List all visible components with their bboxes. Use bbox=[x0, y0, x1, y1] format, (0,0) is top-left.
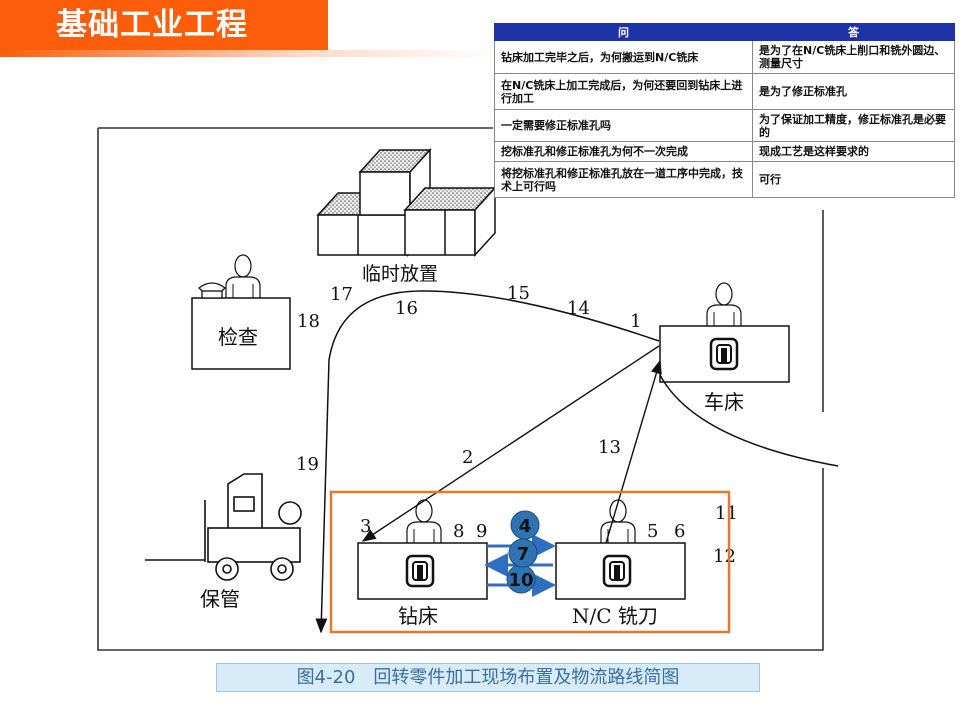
route-number-19: 19 bbox=[296, 454, 319, 475]
table-row: 一定需要修正标准孔吗 为了保证加工精度，修正标准孔是必要的 bbox=[494, 109, 955, 142]
step-4-label: 4 bbox=[519, 516, 532, 537]
page-title: 基础工业工程 bbox=[0, 0, 328, 50]
route-number-11: 11 bbox=[715, 503, 738, 524]
temp-storage-boxes bbox=[316, 148, 497, 257]
route-number-6: 6 bbox=[674, 521, 685, 542]
route-number-17: 17 bbox=[330, 284, 353, 305]
table-row: 挖标准孔和修正标准孔为何不一次完成 现成工艺是这样要求的 bbox=[494, 141, 955, 162]
storage-label: 保管 bbox=[200, 587, 240, 611]
flow-route-out bbox=[659, 374, 839, 467]
nc-mill-station bbox=[555, 499, 686, 600]
qa-question: 钻床加工完毕之后，为何搬运到N/C铣床 bbox=[494, 40, 753, 74]
route-number-18: 18 bbox=[297, 311, 320, 332]
qa-question: 挖标准孔和修正标准孔为何不一次完成 bbox=[494, 141, 753, 162]
qa-header-question: 问 bbox=[494, 23, 753, 41]
table-row: 在N/C铣床上加工完成后，为何还要回到钻床上进行加工 是为了修正标准孔 bbox=[494, 73, 955, 110]
table-row: 将挖标准孔和修正标准孔放在一道工序中完成，技术上可行吗 可行 bbox=[494, 161, 955, 198]
route-number-9: 9 bbox=[476, 521, 487, 542]
nc-mill-label: N/C 铣刀 bbox=[572, 604, 658, 628]
qa-table: 问 答 钻床加工完毕之后，为何搬运到N/C铣床 是为了在N/C铣床上削口和铣外圆… bbox=[494, 23, 955, 198]
step-circle-7: 7 bbox=[508, 538, 538, 568]
route-number-8: 8 bbox=[453, 521, 464, 542]
telephone-icon bbox=[198, 282, 226, 299]
drill-label: 钻床 bbox=[398, 604, 438, 628]
qa-answer: 是为了修正标准孔 bbox=[752, 73, 955, 110]
title-underline bbox=[0, 50, 500, 57]
step-circle-10: 10 bbox=[506, 564, 536, 594]
qa-question: 一定需要修正标准孔吗 bbox=[494, 109, 753, 142]
step-circle-4: 4 bbox=[510, 510, 540, 540]
forklift-icon bbox=[145, 473, 302, 581]
qa-question: 将挖标准孔和修正标准孔放在一道工序中完成，技术上可行吗 bbox=[494, 161, 753, 198]
lathe-station bbox=[659, 282, 790, 383]
drill-station bbox=[357, 499, 488, 600]
figure-caption: 图4-20 回转零件加工现场布置及物流路线简图 bbox=[216, 663, 760, 692]
flow-route-13 bbox=[605, 359, 662, 544]
route-number-14: 14 bbox=[567, 298, 590, 319]
temp-storage-label: 临时放置 bbox=[362, 263, 438, 285]
highlight-box bbox=[329, 490, 731, 634]
qa-answer: 现成工艺是这样要求的 bbox=[752, 141, 955, 162]
qa-header-answer: 答 bbox=[752, 23, 955, 41]
qa-answer: 可行 bbox=[752, 161, 955, 198]
step-7-label: 7 bbox=[517, 544, 530, 565]
qa-answer: 为了保证加工精度，修正标准孔是必要的 bbox=[752, 109, 955, 142]
qa-question: 在N/C铣床上加工完成后，为何还要回到钻床上进行加工 bbox=[494, 73, 753, 110]
route-number-15: 15 bbox=[507, 283, 530, 304]
route-number-16: 16 bbox=[395, 298, 418, 319]
step-10-label: 10 bbox=[508, 570, 533, 591]
factory-wall bbox=[97, 128, 824, 651]
route-number-1: 1 bbox=[630, 311, 641, 332]
inspection-station bbox=[191, 254, 291, 370]
qa-answer: 是为了在N/C铣床上削口和铣外圆边、测量尺寸 bbox=[752, 40, 955, 74]
flow-route-return bbox=[315, 290, 660, 634]
route-number-12: 12 bbox=[713, 546, 736, 567]
route-number-13: 13 bbox=[598, 437, 621, 458]
inspection-label: 检查 bbox=[218, 325, 258, 349]
route-number-3: 3 bbox=[360, 516, 371, 537]
route-number-2: 2 bbox=[462, 447, 473, 468]
table-row: 钻床加工完毕之后，为何搬运到N/C铣床 是为了在N/C铣床上削口和铣外圆边、测量… bbox=[494, 40, 955, 74]
route-number-5: 5 bbox=[647, 521, 658, 542]
flow-route-2 bbox=[361, 345, 660, 542]
lathe-label: 车床 bbox=[704, 390, 744, 414]
